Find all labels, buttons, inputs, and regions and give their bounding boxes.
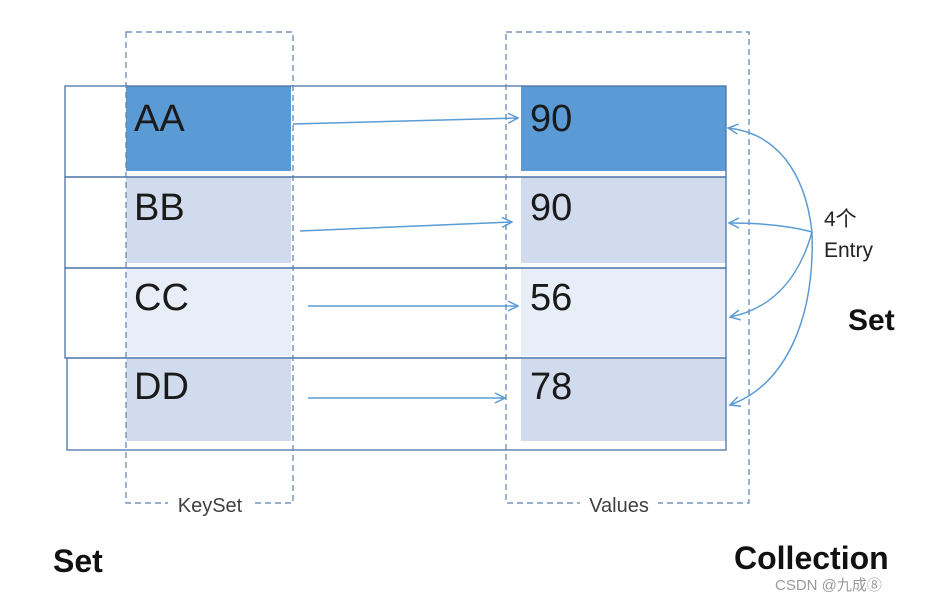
keyset-type-label: Set <box>53 543 103 579</box>
value-cell-4-fill <box>521 359 726 441</box>
value-row-4: 78 <box>530 366 572 408</box>
key-dd: DD <box>134 366 189 408</box>
entry-curve-3 <box>730 231 813 317</box>
key-cc: CC <box>134 277 189 319</box>
entry-curve-4 <box>730 231 813 405</box>
watermark: CSDN @九成⑧ <box>775 577 882 594</box>
key-cell-4-fill <box>126 359 291 441</box>
key-cell-3-fill <box>126 268 291 356</box>
value-cell-1-fill <box>521 86 726 171</box>
keyset-caption-bg <box>168 492 252 516</box>
entry-set-label: Set <box>848 304 895 337</box>
value-row-3: 56 <box>530 277 572 319</box>
values-caption: Values <box>589 495 649 517</box>
key-cell-1-fill <box>126 86 291 171</box>
values-caption-bg <box>580 492 658 516</box>
key-to-value-arrow-2 <box>299 222 512 232</box>
value-row-1: 90 <box>530 98 572 140</box>
entry-curve-2 <box>729 223 813 233</box>
key-cell-2-fill <box>126 177 291 263</box>
key-to-value-arrow-1 <box>292 118 518 125</box>
value-cell-2-fill <box>521 177 726 263</box>
value-cell-3-fill <box>521 268 726 356</box>
entry-row-4 <box>66 357 727 451</box>
entry-count-label: 4个 <box>824 208 857 231</box>
key-aa: AA <box>134 98 185 140</box>
key-bb: BB <box>134 187 185 229</box>
values-type-label: Collection <box>734 540 889 576</box>
entry-label: Entry <box>824 239 874 262</box>
keyset-caption: KeySet <box>178 495 243 517</box>
entry-curve-1 <box>728 128 813 233</box>
value-row-2: 90 <box>530 187 572 229</box>
